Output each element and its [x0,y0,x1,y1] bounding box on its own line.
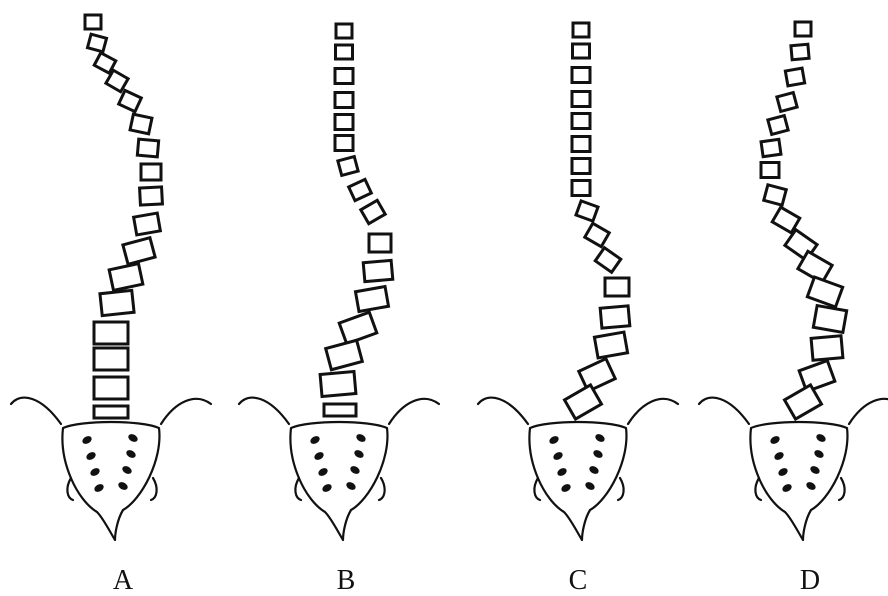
vertebra [119,90,142,111]
vertebra [565,385,602,419]
spine-d [699,22,888,540]
vertebra [813,306,846,333]
vertebra [349,179,372,200]
coccyx-hook-right [151,478,157,500]
vertebra [576,201,598,221]
label-b: B [316,566,376,596]
label-c: C [548,566,608,596]
vertebra [320,372,356,397]
vertebra [807,277,842,307]
vertebra [795,22,811,36]
vertebra [761,139,781,156]
spine-c [478,23,678,540]
vertebra [339,312,377,344]
vertebra [326,340,363,370]
vertebra [109,264,143,291]
pelvis-wing-left [239,398,289,424]
vertebra [777,93,797,112]
vertebra [140,187,163,205]
vertebra [363,260,393,281]
vertebra [336,45,353,59]
vertebra [94,322,128,344]
vertebra [605,278,629,296]
vertebra [141,164,161,180]
spine-b [239,24,439,540]
vertebra [764,185,786,205]
vertebra [336,24,352,38]
vertebra [130,114,152,134]
vertebra [85,15,101,29]
pelvis-wing-left [699,398,749,424]
vertebra [100,290,134,315]
vertebra [94,348,128,370]
vertebra [573,44,590,58]
vertebra [335,136,353,151]
vertebra [369,234,391,252]
vertebra [785,68,804,86]
vertebra [600,306,630,328]
vertebra [87,34,106,52]
vertebra [335,69,353,84]
pelvis-wing-right [161,399,211,424]
vertebra [572,159,590,174]
vertebra [761,163,779,178]
vertebra [785,385,822,419]
vertebra [324,404,356,416]
vertebra [137,139,158,157]
pelvis-wing-right [849,399,888,424]
vertebra [594,332,627,358]
spine-a [11,15,211,540]
vertebra [94,377,128,399]
vertebra [134,213,161,235]
vertebra [94,406,128,418]
vertebra [572,92,590,107]
vertebra [572,137,590,152]
vertebra [335,115,353,130]
vertebra [572,181,590,196]
sacrum [529,422,626,540]
pelvis-wing-right [628,399,678,424]
vertebra [595,248,621,273]
vertebra [573,23,589,37]
vertebra [768,116,788,135]
sacrum [62,422,159,540]
vertebra [335,93,353,108]
coccyx-hook-right [839,478,845,500]
vertebra [791,44,809,59]
vertebra [355,287,388,312]
pelvis-wing-left [11,398,61,424]
vertebra [123,238,155,265]
vertebra [811,336,843,361]
sacrum [290,422,387,540]
vertebra [572,68,590,83]
pelvis-wing-left [478,398,528,424]
vertebra [585,223,609,246]
vertebra [572,114,590,129]
vertebra [579,359,615,392]
label-d: D [780,566,840,596]
coccyx-hook-right [379,478,385,500]
coccyx-hook-right [618,478,624,500]
pelvis-wing-right [389,399,439,424]
vertebra [361,200,385,223]
sacrum [750,422,847,540]
vertebra [338,157,358,176]
label-a: A [93,566,153,596]
